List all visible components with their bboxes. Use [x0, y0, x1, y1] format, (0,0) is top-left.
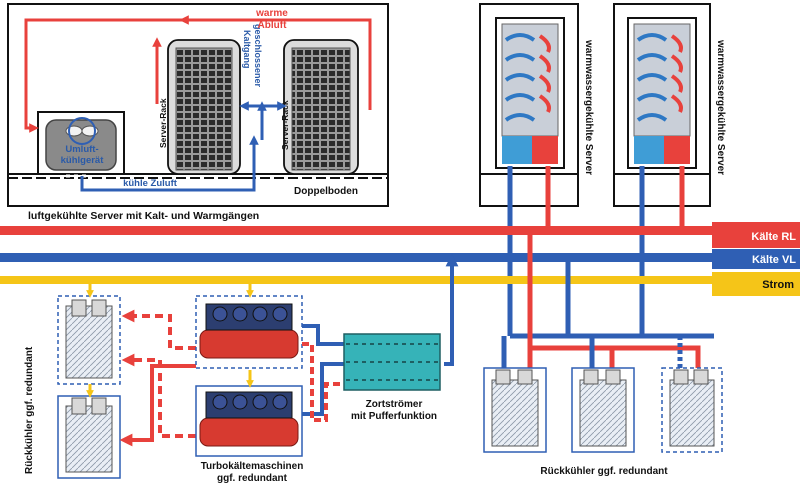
turbo-chillers-label-line2: ggf. redundant — [217, 473, 288, 484]
return-line-label: Kälte RL — [751, 231, 796, 243]
air-cooled-caption: luftgekühlte Server mit Kalt- und Warmgä… — [28, 210, 259, 222]
drycoolers-left-label: Rückkühler ggf. redundant — [24, 346, 35, 474]
water-cooled-server-1: warmwassergekühlte Server — [479, 3, 594, 207]
crac-unit: Umluft- kühlgerät — [37, 111, 125, 178]
left-loop-pipes — [119, 309, 196, 447]
main-lines: Kälte RL Kälte VL Strom — [0, 222, 800, 296]
cold-aisle-label-line2: Kaltgang — [242, 30, 252, 69]
right-loop-pipes — [501, 231, 714, 370]
water-cooled-server-2-label: warmwassergekühlte Server — [715, 39, 726, 175]
raised-floor-label: Doppelboden — [294, 186, 358, 197]
buffer-label-line1: Zortströmer — [366, 399, 423, 410]
cool-air-arrows — [80, 101, 287, 192]
turbo-chillers: Turbokältemaschinen ggf. redundant — [195, 284, 304, 484]
buffer: Zortströmer mit Pufferfunktion — [343, 333, 441, 422]
cold-aisle-label-line1: geschlossener — [253, 24, 263, 88]
drycoolers-right: Rückkühler ggf. redundant — [483, 367, 723, 477]
turbo-chillers-label-line1: Turbokältemaschinen — [201, 461, 304, 472]
server-rack-right-label: Server-Rack — [280, 100, 290, 150]
power-line-label: Strom — [762, 279, 794, 291]
buffer-label-line2: mit Pufferfunktion — [351, 411, 437, 422]
warm-exhaust-label-line1: warme — [255, 8, 288, 19]
drycoolers-right-label: Rückkühler ggf. redundant — [540, 466, 668, 477]
drycoolers-left: Rückkühler ggf. redundant — [24, 284, 121, 479]
chiller-buffer-pipes — [302, 253, 459, 422]
warm-air-arrows — [24, 15, 372, 133]
crac-label-line2: kühlgerät — [61, 155, 105, 166]
air-cooled-room: Umluft- kühlgerät Server-Rack Server-Rac… — [7, 3, 389, 207]
server-rack-left: Server-Rack — [158, 39, 241, 175]
supply-line-label: Kälte VL — [752, 254, 796, 266]
server-rack-icon — [504, 33, 536, 122]
crac-label-line1: Umluft- — [65, 144, 98, 155]
fan-icon — [65, 117, 99, 145]
server-rack-right: Server-Rack — [280, 39, 359, 175]
server-pipes — [507, 166, 685, 336]
warm-exhaust-label-line2: Abluft — [258, 20, 288, 31]
cool-supply-label: kühle Zuluft — [123, 178, 178, 189]
water-cooled-server-2: warmwassergekühlte Server — [613, 3, 726, 207]
server-rack-left-label: Server-Rack — [158, 98, 168, 148]
water-cooled-server-1-label: warmwassergekühlte Server — [583, 39, 594, 175]
